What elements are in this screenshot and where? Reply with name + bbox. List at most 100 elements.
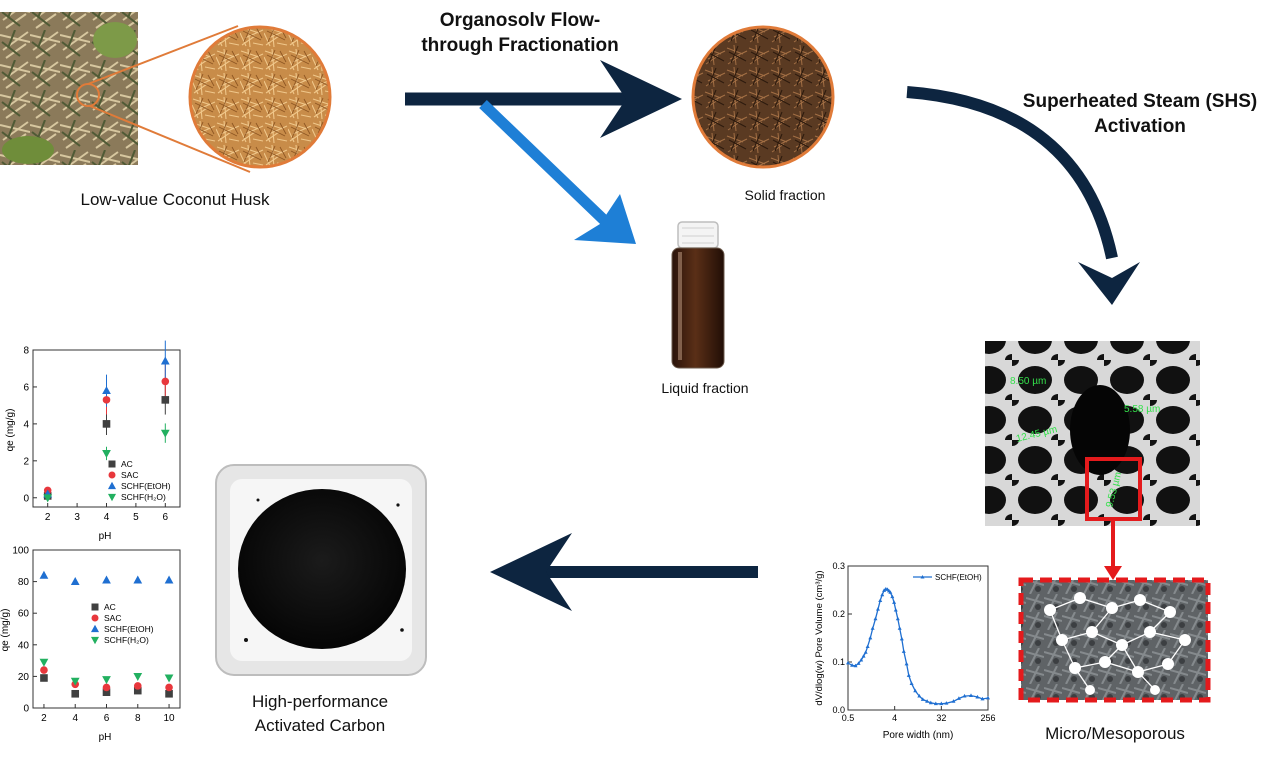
- chart3-point-42: [980, 696, 985, 701]
- chart1-legend-label-3: SCHF(H₂O): [121, 492, 166, 502]
- chart1-legend-marker-2: [107, 481, 117, 490]
- chart3-point-40: [968, 693, 973, 697]
- chart3-point-38: [956, 696, 961, 700]
- chart2-SCHF(EtOH)-point-0: [39, 570, 49, 579]
- chart3-point-30: [917, 693, 922, 698]
- chart3-point-5: [861, 654, 866, 658]
- chart3-series-line: [847, 588, 989, 705]
- fractionation-title-line1: Organosolv Flow-: [439, 10, 601, 31]
- chart3-point-22: [895, 616, 900, 621]
- chart2-legend-marker-1: [91, 614, 99, 622]
- product-label: High-performance Activated Carbon: [215, 690, 425, 738]
- activation-arrow: [906, 86, 1140, 305]
- chart1-SCHF(H₂O)-point-0: [43, 494, 53, 503]
- chart3-point-13: [880, 592, 885, 597]
- chart2-AC-point-4: [165, 689, 173, 698]
- chart2-legend-label-3: SCHF(H₂O): [104, 635, 149, 645]
- solid-fraction-circle: [691, 25, 835, 169]
- chart2-SAC-point-2: [102, 683, 111, 692]
- sem-micrograph: 8.50 µm 5.58 µm 12.45 µm 9.53 µm: [985, 341, 1200, 526]
- liquid-branch-arrow: [479, 100, 636, 244]
- chart3-point-31: [920, 697, 925, 701]
- chart3-point-37: [951, 699, 956, 703]
- chart2-SCHF(H₂O)-point-3: [133, 672, 143, 681]
- chart2-SCHF(EtOH)-point-4: [164, 575, 174, 584]
- chart3-point-12: [878, 598, 883, 602]
- chart1-SCHF(H₂O)-point-2: [160, 429, 170, 438]
- raw-fiber-circle: [188, 25, 332, 169]
- chart1-ytick-label-2: 4: [23, 419, 29, 430]
- chart1-xtick-label-4: 6: [163, 512, 169, 523]
- chart3-point-18: [888, 590, 893, 594]
- chart1-AC-point-1: [102, 420, 111, 428]
- chart2-SCHF(EtOH)-point-1: [70, 577, 80, 586]
- chart2-legend-label-2: SCHF(EtOH): [104, 624, 154, 634]
- liquid-fraction-vial: [671, 221, 725, 369]
- chart2-ytick-label-3: 60: [18, 609, 30, 620]
- sem-label-2: 5.58 µm: [1124, 404, 1160, 415]
- activation-title-line1: Superheated Steam (SHS): [1022, 91, 1258, 112]
- chart1-xtick-label-0: 2: [45, 512, 51, 523]
- porous-network-image: [1018, 577, 1211, 703]
- coconut-husk-photo: [0, 12, 138, 165]
- chart1-SAC-point-2: [161, 377, 170, 386]
- chart3-point-39: [962, 693, 967, 698]
- chart3-point-32: [925, 699, 930, 703]
- chart3-point-29: [913, 688, 918, 693]
- sem-label-1: 8.50 µm: [1010, 376, 1046, 387]
- chart3-point-33: [928, 700, 933, 705]
- chart3-xlabel: Pore width (nm): [883, 730, 954, 741]
- chart3-point-1: [850, 663, 855, 667]
- chart2-legend-label-0: AC: [104, 602, 116, 612]
- chart1-SCHF(EtOH)-point-1: [102, 386, 111, 395]
- chart3-point-2: [853, 663, 858, 668]
- chart2-ylabel: qe (mg/g): [0, 609, 11, 652]
- chart2-ytick-label-1: 20: [18, 672, 30, 683]
- chart3-point-25: [901, 649, 906, 653]
- chart2-SCHF(H₂O)-point-0: [39, 658, 49, 667]
- chart2-ytick-label-4: 80: [18, 577, 30, 588]
- chart2-xtick-label-0: 2: [41, 713, 47, 724]
- chart3-legend-marker: [920, 575, 925, 579]
- chart3-point-34: [933, 701, 938, 706]
- fractionation-step-title: Organosolv Flow- through Fractionation: [395, 8, 645, 58]
- chart3-point-3: [856, 661, 861, 665]
- chart2-SCHF(H₂O)-point-2: [102, 676, 111, 685]
- chart2-ytick-label-5: 100: [12, 546, 29, 557]
- chart3-point-6: [863, 650, 868, 654]
- chart3-xtick-label-2: 32: [936, 713, 946, 723]
- chart3-point-35: [939, 701, 944, 706]
- activated-carbon-dish: [215, 464, 427, 676]
- chart3-point-21: [893, 607, 898, 612]
- chart1-ytick-label-0: 0: [23, 493, 29, 504]
- chart2-xtick-label-4: 10: [163, 713, 175, 724]
- chart2-SAC-point-3: [133, 682, 142, 690]
- chart3-point-9: [870, 626, 875, 630]
- chart1-legend-label-1: SAC: [121, 470, 138, 480]
- chart3-xtick-label-0: 0.5: [842, 713, 855, 723]
- chart3-ytick-label-0: 0.0: [832, 705, 845, 715]
- chart2-xtick-label-3: 8: [135, 713, 141, 724]
- chart2-legend-marker-2: [90, 624, 100, 633]
- chart3-ytick-label-2: 0.2: [832, 609, 845, 619]
- chart1-legend-marker-3: [107, 493, 117, 502]
- chart1-legend-marker-1: [108, 471, 116, 479]
- chart1-SAC-point-1: [102, 396, 111, 404]
- chart3-legend-label: SCHF(EtOH): [935, 573, 982, 582]
- chart3-xtick-label-3: 256: [980, 713, 995, 723]
- product-label-line2: Activated Carbon: [254, 716, 386, 735]
- chart3-point-28: [909, 681, 914, 685]
- chart1-AC-point-2: [161, 396, 170, 404]
- zoom-lines: [87, 25, 251, 173]
- chart2-legend-label-1: SAC: [104, 613, 121, 623]
- chart1-SCHF(EtOH)-point-2: [160, 356, 170, 365]
- chart2-AC-point-0: [40, 674, 48, 682]
- chart3-point-24: [899, 636, 904, 641]
- zoom-down-arrow: [1104, 521, 1122, 580]
- chart2-SCHF(H₂O)-point-1: [70, 677, 80, 686]
- chart3-point-36: [944, 701, 949, 705]
- porous-label: Micro/Mesoporous: [1045, 724, 1185, 743]
